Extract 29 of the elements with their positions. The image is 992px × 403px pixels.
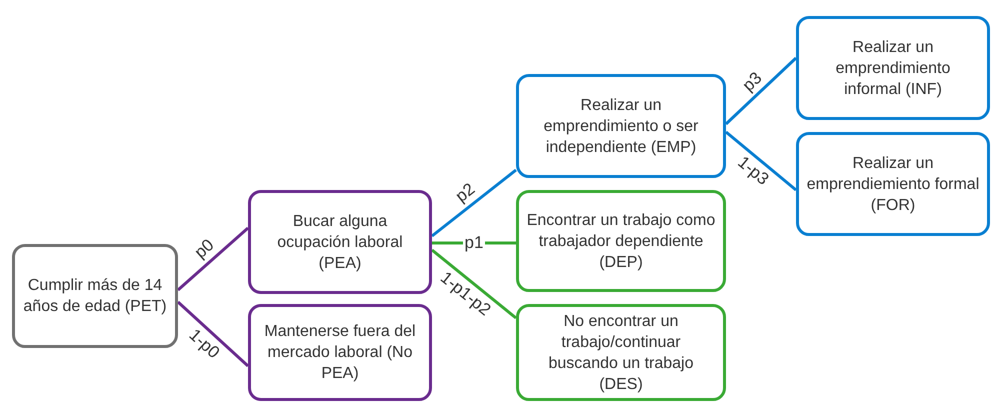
connector-line	[431, 168, 517, 238]
process-box	[248, 304, 432, 401]
edge-label: p2	[451, 178, 480, 207]
node-text: Realizar un emprendimiento informal (INF)	[834, 38, 952, 100]
edge-label: p3	[738, 67, 766, 96]
connector-line	[724, 56, 798, 126]
connector-line	[431, 248, 517, 320]
process-box	[796, 16, 990, 120]
process-box	[516, 74, 726, 178]
node-text: Mantenerse fuera del mercado laboral (No PEA)	[263, 322, 417, 384]
connector-line	[177, 226, 249, 292]
process-box	[248, 190, 432, 294]
edge-label: 1-p3	[732, 152, 774, 190]
connector-line	[432, 242, 516, 244]
edge-label: p0	[190, 234, 218, 264]
node-text: Realizar un emprendimiento o ser independiente (EMP)	[542, 96, 700, 158]
edge-label: p1	[462, 234, 486, 252]
node-text: Bucar alguna ocupación laboral (PEA)	[276, 212, 404, 274]
process-box	[796, 132, 990, 236]
connector-line	[176, 300, 250, 368]
process-box	[516, 304, 726, 401]
node-text: No encontrar un trabajo/continuar buscando un trabajo (DES)	[548, 312, 694, 394]
node-text: Cumplir más de 14 años de edad (PET)	[22, 276, 168, 317]
process-box	[12, 244, 178, 348]
node-text: Encontrar un trabajo como trabajador dependiente (DEP)	[526, 210, 716, 272]
edge-label: 1-p0	[184, 324, 224, 364]
connector-line	[725, 130, 797, 192]
process-box	[516, 190, 726, 292]
node-text: Realizar un emprendiemiento formal (FOR)	[806, 154, 980, 216]
